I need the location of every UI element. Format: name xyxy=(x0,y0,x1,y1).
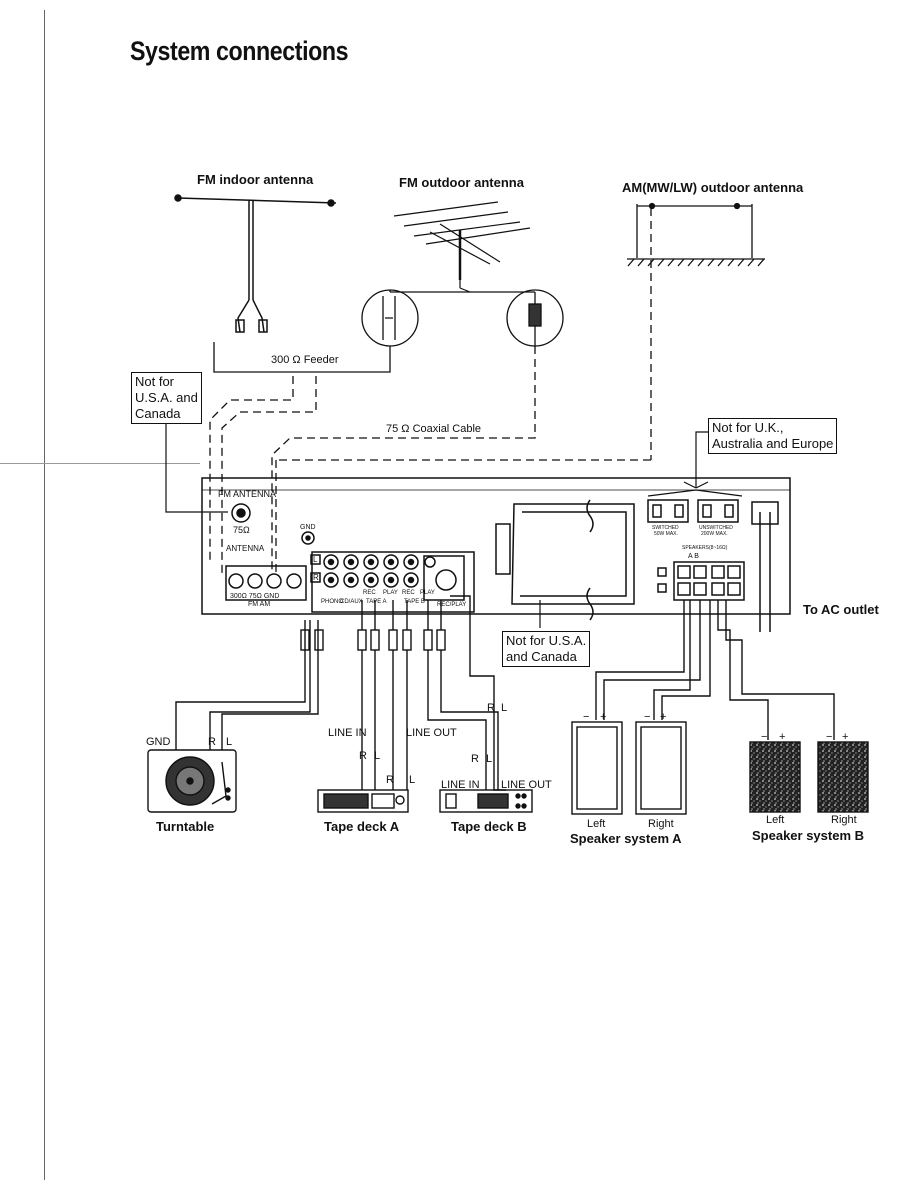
feeder-closeup xyxy=(361,289,419,347)
switched-outlet-max: 50W MAX. xyxy=(654,531,678,537)
coaxial-label: 75 Ω Coaxial Cable xyxy=(386,423,482,435)
speaker-b-right-plus: + xyxy=(842,731,849,743)
tape-b-l-label: L xyxy=(486,753,493,765)
fm-antenna-jack-label: FM ANTENNA xyxy=(218,489,277,499)
gnd-terminal-label: GND xyxy=(300,524,316,531)
tape-b-din-l-label: L xyxy=(501,702,508,714)
channel-l-label: L xyxy=(313,555,318,564)
tape-a-jack-label: TAPE A xyxy=(366,599,387,605)
tape-deck-a xyxy=(317,789,409,813)
antenna-block-label: ANTENNA xyxy=(226,544,265,553)
fm-75ohm-label: 75Ω xyxy=(233,525,250,535)
speaker-system-a-label: Speaker system A xyxy=(570,831,682,846)
speaker-a-right-plus: + xyxy=(660,711,667,723)
speaker-b-left-label: Left xyxy=(766,814,785,826)
signal-cables xyxy=(175,595,506,791)
phono-jack-label: PHONO xyxy=(321,599,344,605)
speaker-a-right-minus: − xyxy=(644,711,651,723)
turntable-gnd-label: GND xyxy=(146,736,171,748)
tape-a-out-l-label: L xyxy=(409,774,416,786)
rec-label-2: REC xyxy=(402,590,415,596)
speaker-b-right-minus: − xyxy=(826,731,833,743)
fm-outdoor-antenna xyxy=(390,201,535,293)
tape-a-in-r-label: R xyxy=(359,750,367,762)
speaker-system-a xyxy=(571,721,687,815)
tape-a-in-l-label: L xyxy=(374,750,381,762)
tape-deck-b-label: Tape deck B xyxy=(451,819,527,834)
speaker-b-left-plus: + xyxy=(779,731,786,743)
speakers-terminal-label: SPEAKERS(8~16Ω) xyxy=(682,545,728,551)
speakers-ab-label: A B xyxy=(688,553,699,560)
tape-b-line-in-label: LINE IN xyxy=(441,779,480,791)
tape-a-line-out-label: LINE OUT xyxy=(406,727,457,739)
speaker-a-left-label: Left xyxy=(587,818,606,830)
tape-deck-b xyxy=(439,789,533,813)
feeder-label: 300 Ω Feeder xyxy=(271,354,339,366)
turntable-r-label: R xyxy=(208,736,216,748)
rec-play-din-label: REC/PLAY xyxy=(437,602,467,608)
antenna-terminals-label: 300Ω 75Ω GND xyxy=(230,593,280,600)
ac-outlet-label: To AC outlet xyxy=(803,602,879,617)
fm-outdoor-antenna-label: FM outdoor antenna xyxy=(399,175,524,190)
fm-am-label: FM AM xyxy=(248,601,271,608)
tape-b-din-r-label: R xyxy=(487,702,495,714)
channel-r-label: R xyxy=(313,573,319,582)
feeder-wiring xyxy=(209,342,536,575)
turntable-l-label: L xyxy=(226,736,233,748)
unswitched-outlet-label: UNSWITCHED xyxy=(699,525,733,531)
turntable xyxy=(147,749,237,813)
speaker-a-left-plus: + xyxy=(600,711,607,723)
tape-b-line-out-label: LINE OUT xyxy=(501,779,552,791)
note-not-uk-australia-europe: Not for U.K., Australia and Europe xyxy=(708,418,838,454)
margin-tick xyxy=(0,463,200,464)
cd-aux-jack-label: CD/AUX xyxy=(340,599,363,605)
fm-indoor-antenna-label: FM indoor antenna xyxy=(197,172,314,187)
tape-b-jack-label: TAPE B xyxy=(404,599,425,605)
note-not-usa-canada-center: Not for U.S.A. and Canada xyxy=(502,631,591,667)
switched-outlet-label: SWITCHED xyxy=(652,525,679,531)
am-outdoor-antenna xyxy=(276,202,765,461)
tape-deck-a-label: Tape deck A xyxy=(324,819,400,834)
speaker-system-b xyxy=(749,741,869,813)
note-not-usa-canada-left: Not for U.S.A. and Canada xyxy=(131,372,202,424)
am-outdoor-antenna-label: AM(MW/LW) outdoor antenna xyxy=(622,180,804,195)
margin-rule xyxy=(44,10,45,1180)
speaker-a-right-label: Right xyxy=(648,818,674,830)
speaker-b-right-label: Right xyxy=(831,814,857,826)
fm-indoor-antenna xyxy=(174,194,337,333)
speaker-system-b-label: Speaker system B xyxy=(752,828,865,843)
tape-b-r-label: R xyxy=(471,753,479,765)
turntable-label: Turntable xyxy=(156,819,215,834)
speaker-cables xyxy=(595,600,835,740)
play-label-2: PLAY xyxy=(420,590,435,596)
receiver-rear-panel xyxy=(201,477,791,632)
rec-label-1: REC xyxy=(363,590,376,596)
coaxial-closeup xyxy=(506,289,564,347)
play-label-1: PLAY xyxy=(383,590,398,596)
tape-a-line-in-label: LINE IN xyxy=(328,727,367,739)
speaker-a-left-minus: − xyxy=(583,711,590,723)
tape-a-out-r-label: R xyxy=(386,774,394,786)
page-title: System connections xyxy=(130,36,349,66)
unswitched-outlet-max: 200W MAX. xyxy=(701,531,728,537)
speaker-b-left-minus: − xyxy=(761,731,768,743)
